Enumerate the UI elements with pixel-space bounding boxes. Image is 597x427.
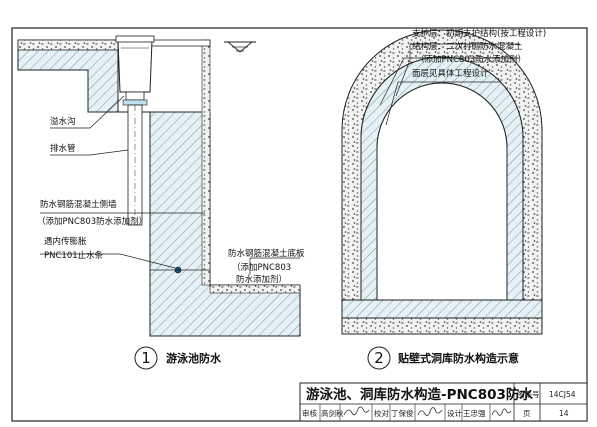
- design-name: 王忠强: [463, 409, 486, 418]
- label-floor-additive-2: 防水添加剂）: [236, 274, 287, 285]
- label-side-wall-additive: （添加PNC803防水添加剂）: [37, 216, 147, 227]
- label-waterstop-model: PNC101止水条: [44, 250, 104, 261]
- check-label: 校对: [374, 408, 389, 418]
- grating: [115, 35, 155, 43]
- check-signature: [417, 407, 443, 417]
- design-label: 设计: [447, 408, 462, 418]
- drawing-title: 游泳池、洞库防水构造-PNC803防水: [306, 386, 533, 403]
- label-support-layer: 支护层：初期支护结构(按工程设计): [412, 28, 546, 39]
- floor-finish: [209, 284, 301, 294]
- page-number: 14: [559, 409, 569, 418]
- design-signature: [491, 408, 512, 416]
- review-signature: [343, 406, 370, 416]
- label-drain-pipe: 排水管: [50, 143, 76, 154]
- diagram2-number-circle: [367, 346, 391, 370]
- label-floor-additive-1: （添加PNC803: [232, 262, 291, 273]
- cave-diagram: 支护层：初期支护结构(按工程设计) 结构层：二次衬砌防水混凝土 （添加PNC80…: [341, 28, 546, 370]
- check-name: 丁保俊: [391, 408, 414, 418]
- label-surface-layer: 面层见具体工程设计: [412, 68, 489, 79]
- label-overflow-channel: 溢水沟: [50, 116, 76, 127]
- label-floor-slab: 防水钢筋混凝土底板: [228, 248, 305, 259]
- diagram2-number: 2: [374, 349, 384, 367]
- label-structure-layer: 结构层：二次衬砌防水混凝土: [412, 41, 523, 52]
- diagram1-number: 1: [141, 349, 151, 367]
- atlas-label: 图集号: [517, 389, 540, 399]
- water-level-icon: [224, 41, 256, 53]
- deck-finish: [17, 39, 119, 51]
- pool-diagram: 溢水沟 排水管 防水钢筋混凝土侧墙 （添加PNC803防水添加剂） 遇内传膨胀 …: [17, 35, 305, 370]
- review-name: 高剑秋: [321, 408, 344, 418]
- page-label: 页: [523, 409, 531, 418]
- atlas-number: 14CJ54: [549, 390, 576, 399]
- diagram2-caption: 贴壁式洞库防水构造示意: [397, 351, 519, 365]
- label-structure-additive: （添加PNC803防水添加剂）: [416, 54, 526, 65]
- floor-base: [341, 317, 543, 335]
- label-waterstop: 遇内传膨胀: [44, 236, 87, 247]
- title-block: 游泳池、洞库防水构造-PNC803防水 图集号 14CJ54 审核 高剑秋 校对…: [299, 382, 588, 422]
- review-label: 审核: [302, 408, 317, 418]
- label-side-wall: 防水钢筋混凝土侧墙: [40, 199, 117, 210]
- diagram1-number-circle: [134, 346, 158, 370]
- diagram1-caption: 游泳池防水: [166, 351, 222, 365]
- wall-finish: [201, 39, 211, 286]
